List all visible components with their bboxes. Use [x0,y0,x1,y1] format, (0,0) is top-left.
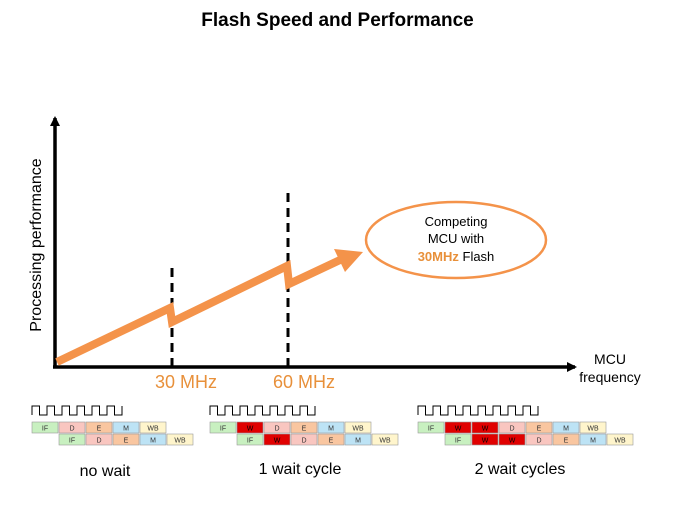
pipeline-stage-label: M [590,438,596,445]
pipeline-stage-label: D [274,426,279,433]
clock-waveform [209,405,316,416]
pipeline-stage-label: IF [69,438,75,445]
pipeline-stage-label: M [123,426,129,433]
pipeline-stage-cell [417,421,445,434]
pipeline-stage-label: E [124,438,129,445]
pipeline-stage-cell [58,421,86,434]
pipeline-stage-cell [263,433,291,446]
pipeline-stage-cell [139,421,167,434]
pipeline-stage-cell [525,421,553,434]
pipeline-stage-cell [471,421,499,434]
performance-curve [55,256,342,366]
pipeline-stage-cell [525,433,553,446]
pipeline-stage-label: M [563,426,569,433]
pipeline-stage-label: E [537,426,542,433]
pipeline-stage-cell [290,421,318,434]
clock-waveform [417,405,539,416]
pipeline-caption-2-wait: 2 wait cycles [474,461,566,478]
pipeline-stage-cell [444,433,472,446]
pipeline-stage-label: IF [220,426,226,433]
pipeline-stage-cell [317,421,345,434]
pipeline-stage-cell [31,421,59,434]
pipeline-stage-label: W [482,426,489,433]
pipeline-stage-label: E [564,438,569,445]
performance-arrowhead [334,249,363,272]
pipeline-stage-cell [552,421,580,434]
callout-highlight: 30MHz [418,249,460,264]
pipeline-stage-cell [579,421,607,434]
pipeline-stage-cell [498,421,526,434]
x-axis-label-line2: frequency [579,369,640,385]
pipeline-stage-label: M [328,426,334,433]
pipeline-stage-cell [371,433,399,446]
pipeline-stage-label: WB [614,438,626,445]
pipeline-stage-label: WB [587,426,599,433]
pipeline-stage-cell [58,433,86,446]
pipeline-stage-cell [290,433,318,446]
pipeline-stage-label: E [97,426,102,433]
callout-line1: Competing [425,214,488,229]
pipeline-stage-cell [444,421,472,434]
pipeline-stage-cell [85,433,113,446]
pipeline-stage-cell [112,421,140,434]
marker-label-30mhz: 30 MHz [155,372,217,392]
pipeline-stage-cell [552,433,580,446]
pipeline-stage-cell [579,433,607,446]
pipeline-stage-label: W [455,426,462,433]
pipeline-stage-cell [344,433,372,446]
pipeline-stage-label: M [150,438,156,445]
pipeline-stage-label: W [482,438,489,445]
clock-waveform [31,405,123,416]
pipeline-stage-label: WB [147,426,159,433]
pipeline-stage-cell [317,433,345,446]
pipeline-stage-label: WB [174,438,186,445]
pipeline-stage-label: IF [42,426,48,433]
slide-title: Flash Speed and Performance [201,10,474,31]
pipeline-stage-cell [344,421,372,434]
pipeline-stage-label: M [355,438,361,445]
pipeline-caption-1-wait: 1 wait cycle [258,461,342,478]
pipeline-stage-cell [471,433,499,446]
pipeline-caption-no-wait: no wait [79,463,131,480]
pipeline-stage-label: D [536,438,541,445]
pipeline-stage-label: W [247,426,254,433]
pipeline-stage-cell [236,421,264,434]
pipeline-stage-cell [166,433,194,446]
pipeline-stage-label: D [509,426,514,433]
pipeline-stage-label: D [301,438,306,445]
pipeline-stage-cell [85,421,113,434]
callout-line2: MCU with [428,231,484,246]
y-axis-label: Processing performance [28,158,45,332]
pipeline-stage-label: IF [428,426,434,433]
pipeline-stage-cell [112,433,140,446]
pipeline-stage-label: IF [455,438,461,445]
pipeline-stage-cell [606,433,634,446]
pipeline-stage-label: W [274,438,281,445]
pipeline-stage-label: W [509,438,516,445]
callout-line3: 30MHz Flash [418,249,495,264]
pipeline-stage-label: E [302,426,307,433]
pipeline-stage-label: IF [247,438,253,445]
pipeline-stage-label: D [69,426,74,433]
pipeline-stage-cell [139,433,167,446]
pipeline-stage-label: WB [379,438,391,445]
marker-label-60mhz: 60 MHz [273,372,335,392]
pipeline-stage-label: WB [352,426,364,433]
pipeline-stage-cell [263,421,291,434]
callout-suffix: Flash [459,249,494,264]
pipeline-stage-cell [498,433,526,446]
pipeline-stage-label: E [329,438,334,445]
pipeline-stage-cell [209,421,237,434]
pipeline-stage-cell [236,433,264,446]
pipeline-stage-label: D [96,438,101,445]
x-axis-label-line1: MCU [594,351,626,367]
competitor-callout [364,200,548,280]
